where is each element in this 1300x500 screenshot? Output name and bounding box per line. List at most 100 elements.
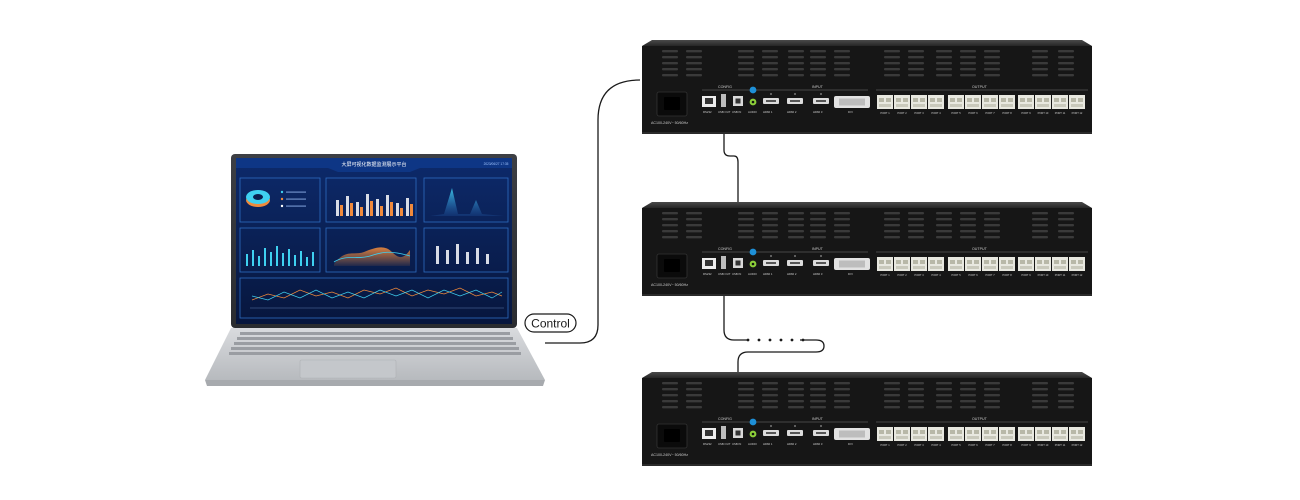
unit-top: [642, 40, 1092, 46]
output-port-label: PORT 5: [951, 111, 961, 115]
output-port-label: PORT 3: [914, 111, 924, 115]
dvi-label: DVI: [848, 272, 853, 276]
usb-out-label: USB OUT: [718, 442, 731, 446]
output-port-label: PORT 6: [968, 111, 978, 115]
laptop-touchpad: [299, 359, 397, 379]
input-label: INPUT: [812, 85, 824, 89]
output-port-label: PORT 1: [880, 111, 890, 115]
laptop-screen: [236, 158, 512, 324]
output-label: OUTPUT: [972, 247, 988, 251]
output-port-label: PORT 9: [1021, 111, 1031, 115]
controller-unit: AC100-240V~ 50/60Hz CONFIG INPUT OUTPUT RS23…: [642, 202, 1092, 296]
screen-panel-peaks: [423, 177, 509, 223]
hdmi-input-label: HDMI 1: [763, 272, 773, 276]
hdmi-input-label: HDMI 1: [763, 442, 773, 446]
output-port-label: PORT 12: [1072, 273, 1083, 277]
cascade-cable-2: [723, 282, 748, 341]
output-port-label: PORT 12: [1072, 111, 1083, 115]
output-port-label: PORT 4: [931, 273, 941, 277]
hdmi-input-label: HDMI 3: [813, 442, 823, 446]
output-port-label: PORT 11: [1055, 443, 1066, 447]
config-label: CONFIG: [718, 417, 732, 421]
control-label-text: Control: [531, 317, 570, 331]
hdmi-input-label: HDMI 1: [763, 110, 773, 114]
cascade-cable-1: [723, 112, 739, 266]
audio-label: AUDIO: [748, 110, 758, 114]
vent-grille: [662, 212, 1074, 239]
output-port-label: PORT 2: [897, 111, 907, 115]
power-label: AC100-240V~ 50/60Hz: [651, 453, 688, 457]
output-port-label: PORT 6: [968, 443, 978, 447]
power-label: AC100-240V~ 50/60Hz: [651, 283, 688, 287]
output-port-label: PORT 1: [880, 273, 890, 277]
config-label: CONFIG: [718, 247, 732, 251]
laptop: 大屏可视化数据监测展示平台 2023/06/27 17:35: [205, 154, 545, 386]
control-cable: [545, 79, 641, 344]
output-port-label: PORT 7: [985, 111, 995, 115]
continuation-dots: [746, 338, 805, 342]
output-port-label: PORT 6: [968, 273, 978, 277]
vent-grille: [662, 50, 1074, 77]
audio-jack-in: [749, 86, 757, 94]
output-port-label: PORT 9: [1021, 443, 1031, 447]
screen-panel-bars: [325, 177, 417, 223]
hdmi-input-label: HDMI 2: [787, 442, 797, 446]
output-port-label: PORT 3: [914, 273, 924, 277]
dvi-label: DVI: [848, 110, 853, 114]
rs232-label: RS232: [703, 442, 712, 446]
hdmi-input-label: HDMI 3: [813, 110, 823, 114]
input-label: INPUT: [812, 247, 824, 251]
audio-label: AUDIO: [748, 272, 758, 276]
output-port-label: PORT 8: [1002, 443, 1012, 447]
output-port-label: PORT 3: [914, 443, 924, 447]
vent-grille: [662, 382, 1074, 409]
output-port-label: PORT 11: [1055, 111, 1066, 115]
output-port-label: PORT 10: [1038, 111, 1049, 115]
control-label: Control: [524, 313, 577, 333]
output-port-label: PORT 10: [1038, 273, 1049, 277]
dvi-label: DVI: [848, 442, 853, 446]
rs232-label: RS232: [703, 110, 712, 114]
output-port-label: PORT 2: [897, 273, 907, 277]
output-port-label: PORT 10: [1038, 443, 1049, 447]
output-port-label: PORT 9: [1021, 273, 1031, 277]
usb-in-label: USB IN: [732, 442, 741, 446]
power-label: AC100-240V~ 50/60Hz: [651, 121, 688, 125]
output-port-label: PORT 5: [951, 273, 961, 277]
output-port-label: PORT 5: [951, 443, 961, 447]
output-port-label: PORT 8: [1002, 273, 1012, 277]
hdmi-input-label: HDMI 3: [813, 272, 823, 276]
hdmi-input-label: HDMI 2: [787, 272, 797, 276]
laptop-keyboard: [229, 332, 521, 355]
hdmi-input-label: HDMI 2: [787, 110, 797, 114]
audio-jack-in: [749, 418, 757, 426]
screen-panel-donut: [239, 177, 321, 223]
output-port-label: PORT 7: [985, 443, 995, 447]
rs232-label: RS232: [703, 272, 712, 276]
output-label: OUTPUT: [972, 417, 988, 421]
screen-time: 2023/06/27 17:35: [484, 162, 509, 166]
output-port-label: PORT 1: [880, 443, 890, 447]
output-port-label: PORT 11: [1055, 273, 1066, 277]
output-port-label: PORT 2: [897, 443, 907, 447]
audio-jack-in: [749, 248, 757, 256]
output-port-label: PORT 8: [1002, 111, 1012, 115]
controller-unit: AC100-240V~ 50/60Hz CONFIG INPUT OUTPUT RS23…: [642, 372, 1092, 466]
output-port-label: PORT 12: [1072, 443, 1083, 447]
output-port-label: PORT 4: [931, 111, 941, 115]
usb-out-port: [721, 256, 726, 269]
usb-out-label: USB OUT: [718, 272, 731, 276]
cascade-cable-3: [737, 339, 825, 437]
usb-in-label: USB IN: [732, 110, 741, 114]
screen-panel-lines: [239, 277, 509, 319]
usb-in-label: USB IN: [732, 272, 741, 276]
output-label: OUTPUT: [972, 85, 988, 89]
usb-out-port: [721, 426, 726, 439]
screen-panel-bar-lines: [239, 227, 321, 273]
input-label: INPUT: [812, 417, 824, 421]
screen-panel-area: [325, 227, 417, 273]
audio-label: AUDIO: [748, 442, 758, 446]
output-port-label: PORT 7: [985, 273, 995, 277]
